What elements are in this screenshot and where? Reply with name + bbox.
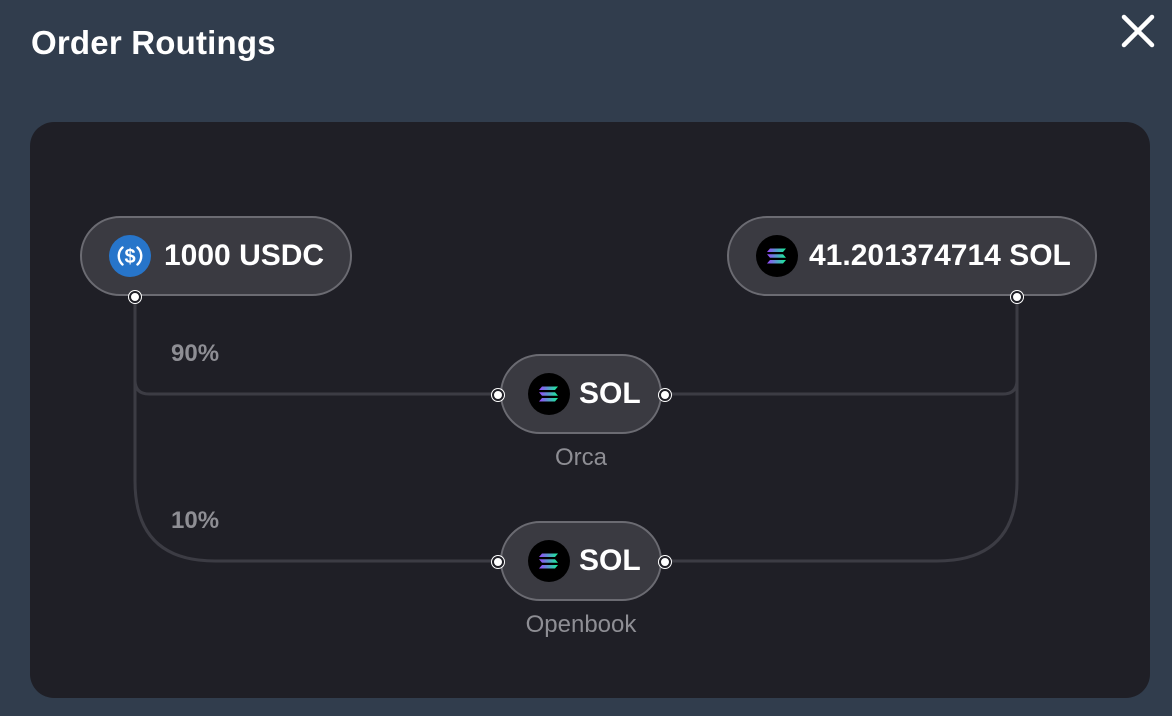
target-token-node[interactable]: 41.201374714 SOL <box>727 216 1097 296</box>
route-token-label: SOL <box>579 377 641 410</box>
target-input-handle[interactable] <box>1011 291 1023 303</box>
source-token-label: 1000 USDC <box>164 239 325 272</box>
solana-icon <box>528 373 570 415</box>
route-node-orca[interactable]: SOL <box>500 354 662 434</box>
close-button[interactable] <box>1115 8 1161 54</box>
dex-label-orca: Orca <box>554 444 607 471</box>
solana-icon <box>756 235 798 277</box>
route-node-openbook[interactable]: SOL <box>500 521 662 601</box>
source-output-handle[interactable] <box>129 291 141 303</box>
target-token-label: 41.201374714 SOL <box>809 239 1071 272</box>
orca-input-handle[interactable] <box>492 389 504 401</box>
modal-title: Order Routings <box>31 24 276 61</box>
solana-icon <box>528 540 570 582</box>
route-percent-openbook: 10% <box>171 507 220 534</box>
route-percent-orca: 90% <box>171 340 220 367</box>
route-graph: $ 1000 USDC 41.201374714 SOL <box>30 122 1150 698</box>
edge-source-to-openbook <box>133 296 498 563</box>
orca-output-handle[interactable] <box>659 389 671 401</box>
openbook-output-handle[interactable] <box>659 556 671 568</box>
usdc-icon: $ <box>109 235 151 277</box>
openbook-input-handle[interactable] <box>492 556 504 568</box>
route-token-label: SOL <box>579 544 641 577</box>
edge-orca-to-target <box>665 296 1019 396</box>
edge-openbook-to-target <box>665 296 1019 563</box>
close-icon <box>1121 14 1155 48</box>
svg-text:$: $ <box>124 246 135 268</box>
route-edges <box>133 296 1019 563</box>
dex-label-openbook: Openbook <box>525 611 637 638</box>
source-token-node[interactable]: $ 1000 USDC <box>80 216 352 296</box>
